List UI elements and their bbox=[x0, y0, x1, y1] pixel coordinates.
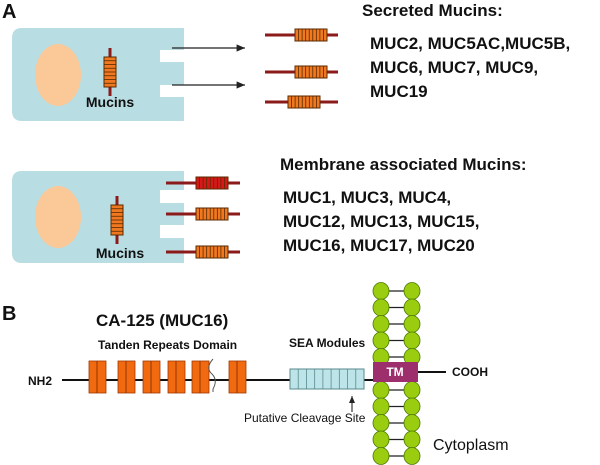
secreted-title: Secreted Mucins: bbox=[362, 1, 503, 20]
sea-modules-label: SEA Modules bbox=[289, 336, 366, 350]
membrane-title: Membrane associated Mucins: bbox=[280, 155, 527, 174]
lipid-head bbox=[403, 315, 421, 333]
lipid-head bbox=[372, 414, 390, 432]
intracellular-mucin-icon bbox=[103, 48, 117, 96]
tandem-repeat bbox=[117, 360, 136, 394]
secreted-list-line: MUC19 bbox=[370, 82, 428, 101]
tandem-repeat bbox=[228, 360, 247, 394]
n-terminus-label: NH2 bbox=[28, 374, 52, 388]
mucin-icon bbox=[265, 28, 338, 42]
secreted-mucin-icons bbox=[265, 28, 338, 109]
membrane-cell-label: Mucins bbox=[96, 245, 144, 261]
lipid-head bbox=[372, 331, 390, 350]
tandem-repeats-label: Tanden Repeats Domain bbox=[98, 338, 237, 352]
secreted-cell-label: Mucins bbox=[86, 94, 134, 110]
intracellular-mucin-icon bbox=[110, 196, 124, 244]
lipid-head bbox=[372, 447, 390, 465]
break-mark bbox=[208, 358, 216, 392]
lipid-head bbox=[372, 397, 390, 416]
tm-label: TM bbox=[386, 365, 403, 379]
nucleus bbox=[35, 44, 81, 106]
mucin-icon bbox=[265, 65, 338, 79]
lipid-head bbox=[403, 430, 421, 449]
secreted-list-line: MUC6, MUC7, MUC9, bbox=[370, 58, 538, 77]
lipid-head bbox=[372, 430, 390, 449]
lipid-head bbox=[403, 447, 421, 465]
sea-modules bbox=[289, 368, 365, 390]
lipid-head bbox=[403, 414, 421, 432]
lipid-head bbox=[403, 397, 421, 416]
mucin-icon bbox=[166, 245, 240, 259]
lipid-head bbox=[372, 298, 390, 317]
panel-a-label: A bbox=[2, 1, 16, 23]
membrane-mucin-icons bbox=[166, 176, 240, 259]
lipid-head bbox=[372, 315, 390, 333]
membrane-list-line: MUC1, MUC3, MUC4, bbox=[283, 188, 451, 207]
lipid-head bbox=[372, 282, 390, 300]
lipid-head bbox=[403, 381, 421, 399]
membrane-cell: Mucins bbox=[12, 171, 184, 263]
lipid-head bbox=[403, 282, 421, 300]
tandem-repeat bbox=[167, 360, 186, 394]
lipid-bilayer bbox=[372, 282, 421, 465]
tandem-repeat bbox=[142, 360, 161, 394]
cleavage-site-label: Putative Cleavage Site bbox=[244, 411, 366, 425]
membrane-list-line: MUC12, MUC13, MUC15, bbox=[283, 212, 480, 231]
c-terminus-label: COOH bbox=[452, 365, 488, 379]
panel-b-label: B bbox=[2, 303, 16, 325]
lipid-head bbox=[403, 298, 421, 317]
membrane-list-line: MUC16, MUC17, MUC20 bbox=[283, 236, 475, 255]
secreted-list-line: MUC2, MUC5AC,MUC5B, bbox=[370, 34, 570, 53]
mucin-icon bbox=[265, 95, 338, 109]
sea-module-block bbox=[289, 368, 365, 390]
ca125-title: CA-125 (MUC16) bbox=[96, 311, 228, 330]
nucleus bbox=[35, 186, 81, 248]
tandem-repeat bbox=[191, 360, 210, 394]
secreted-cell: Mucins bbox=[12, 28, 184, 121]
lipid-head bbox=[403, 331, 421, 350]
tandem-repeats bbox=[88, 360, 247, 394]
mucin-icon bbox=[166, 176, 240, 190]
cytoplasm-label: Cytoplasm bbox=[433, 437, 509, 454]
lipid-head bbox=[372, 381, 390, 399]
mucin-icon bbox=[166, 207, 240, 221]
transmembrane-domain bbox=[373, 362, 418, 382]
tandem-repeat bbox=[88, 360, 107, 394]
